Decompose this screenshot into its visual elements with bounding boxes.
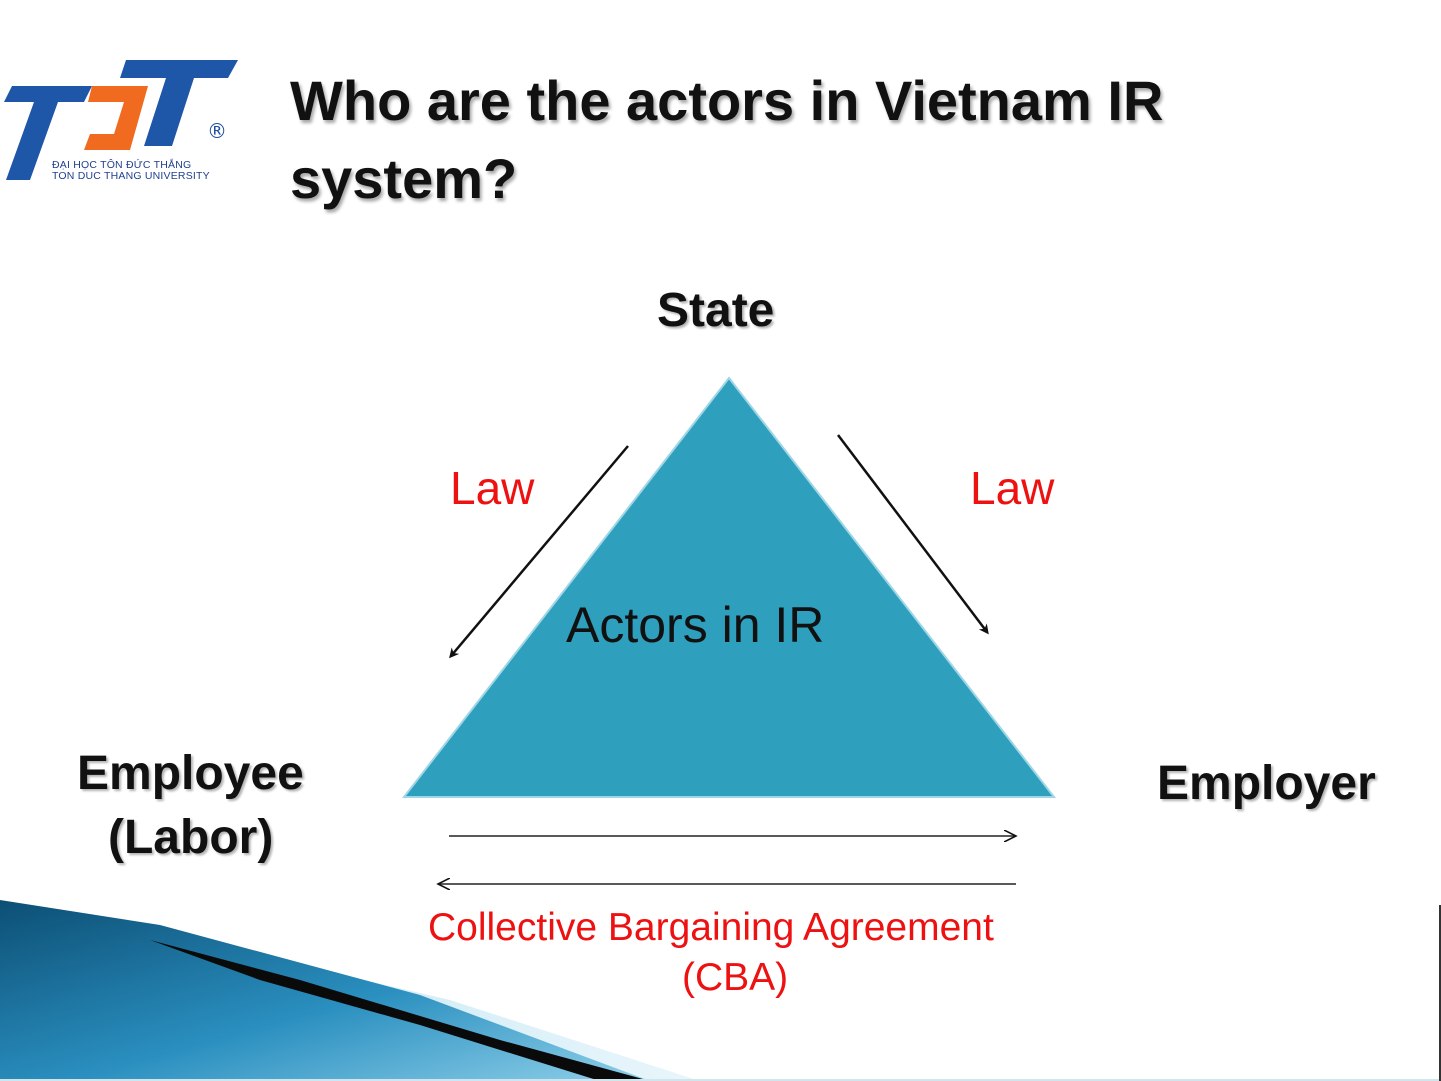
- cba-label: Collective Bargaining Agreement: [428, 908, 994, 947]
- employee-label: Employee: [77, 750, 304, 798]
- actors-in-ir-label: Actors in IR: [566, 600, 824, 650]
- employer-label: Employer: [1157, 760, 1376, 808]
- law-label-left: Law: [450, 465, 534, 511]
- cba-abbrev-label: (CBA): [682, 958, 788, 997]
- actors-triangle: [404, 378, 1054, 797]
- law-label-right: Law: [970, 465, 1054, 511]
- state-label: State: [657, 287, 774, 335]
- labor-label: (Labor): [108, 814, 273, 862]
